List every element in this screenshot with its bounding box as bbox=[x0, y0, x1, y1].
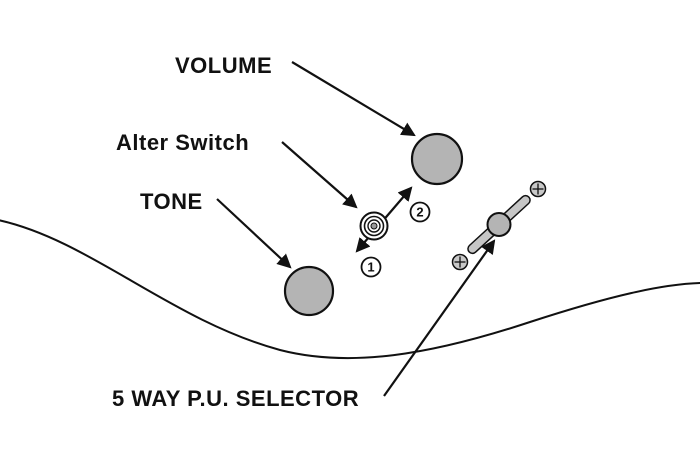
tone-label: TONE bbox=[140, 189, 203, 214]
volume-label: VOLUME bbox=[175, 53, 272, 78]
selector-leader-arrow bbox=[383, 239, 496, 397]
selector-screw-bottom bbox=[451, 253, 469, 271]
step-1-badge: 1 bbox=[360, 256, 382, 278]
pickup-selector-knob bbox=[486, 212, 512, 237]
guitar-body-outline bbox=[0, 219, 700, 360]
volume-knob bbox=[410, 132, 464, 186]
step-2-badge: 2 bbox=[409, 201, 431, 223]
volume-leader-arrow bbox=[291, 61, 416, 137]
step-2-number: 2 bbox=[416, 205, 423, 220]
alter-switch-label: Alter Switch bbox=[116, 130, 249, 155]
alter-switch-center bbox=[370, 222, 378, 230]
pickup-selector bbox=[451, 180, 547, 271]
tone-knob bbox=[283, 265, 335, 317]
step-1-circle bbox=[360, 256, 382, 278]
selector-screw-top bbox=[529, 180, 547, 198]
alter-switch-knob bbox=[359, 211, 389, 241]
alter-switch-leader-arrow bbox=[281, 141, 358, 209]
step-2-circle bbox=[409, 201, 431, 223]
selector-label: 5 WAY P.U. SELECTOR bbox=[112, 386, 359, 411]
tone-leader-arrow bbox=[216, 198, 292, 269]
step-1-number: 1 bbox=[367, 260, 374, 275]
